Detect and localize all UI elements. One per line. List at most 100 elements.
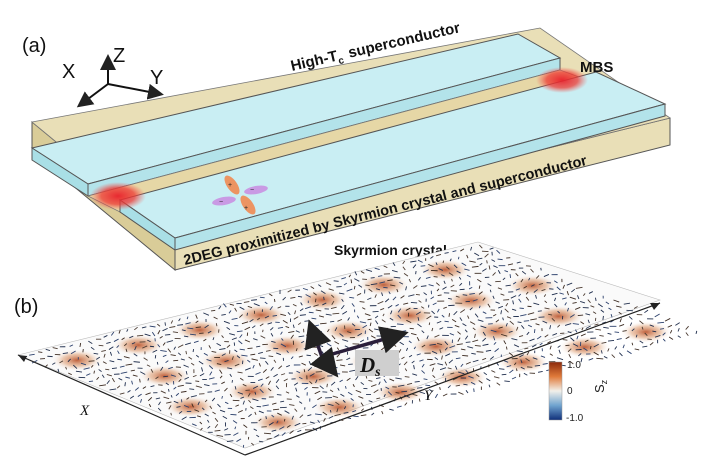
spin-arrow: [253, 338, 258, 341]
spin-arrow: [420, 285, 427, 287]
spin-arrow: [342, 339, 349, 342]
spin-arrow: [217, 403, 221, 408]
spin-arrow: [295, 348, 298, 352]
spin-arrow: [519, 354, 524, 358]
spin-arrow: [318, 377, 325, 381]
spin-arrow: [126, 329, 129, 332]
spin-arrow: [234, 363, 240, 367]
spin-arrow: [325, 282, 332, 286]
spin-arrow: [570, 337, 575, 342]
spin-arrow: [552, 332, 558, 336]
spin-arrow: [251, 442, 255, 446]
spin-arrow: [111, 377, 115, 383]
spin-arrow: [293, 316, 299, 320]
spin-arrow: [412, 393, 418, 396]
spin-arrow: [234, 349, 238, 353]
spin-arrow: [368, 288, 373, 293]
spin-arrow: [374, 315, 379, 319]
spin-arrow: [619, 352, 623, 357]
spin-arrow: [269, 306, 273, 311]
spin-arrow: [549, 353, 553, 356]
spin-arrow: [436, 320, 442, 324]
spin-arrow: [506, 365, 512, 368]
spin-arrow: [199, 421, 203, 425]
spin-arrow: [631, 342, 634, 346]
spin-arrow: [423, 269, 429, 273]
spin-arrow: [150, 385, 155, 388]
spin-arrow: [156, 361, 159, 365]
spin-arrow: [498, 305, 504, 309]
spin-arrow: [444, 347, 448, 351]
spin-arrow: [240, 396, 245, 399]
spin-arrow: [103, 335, 108, 338]
spin-arrow: [482, 331, 486, 336]
spin-arrow: [439, 386, 441, 390]
spin-arrow: [238, 340, 243, 345]
spin-arrow: [574, 306, 581, 310]
spin-arrow: [248, 399, 252, 403]
spin-arrow: [493, 265, 498, 269]
spin-arrow: [195, 314, 198, 319]
spin-arrow: [322, 302, 327, 306]
spin-arrow: [431, 327, 434, 332]
spin-arrow: [359, 321, 367, 324]
spin-arrow: [644, 332, 648, 336]
spin-arrow: [305, 294, 312, 298]
spin-arrow: [159, 336, 163, 339]
spin-arrow: [160, 350, 167, 352]
spin-arrow: [273, 359, 277, 363]
spin-arrow: [685, 332, 689, 336]
spin-arrow: [327, 403, 334, 406]
spin-arrow: [462, 294, 468, 296]
spin-arrow: [437, 363, 444, 366]
spin-arrow: [500, 293, 505, 296]
spin-arrow: [304, 386, 308, 390]
spin-arrow: [289, 430, 294, 435]
spin-arrow: [457, 256, 460, 260]
spin-arrow: [430, 296, 435, 300]
spin-arrow: [367, 297, 372, 301]
spin-arrow: [235, 404, 240, 407]
panel-a: (a) X Z Y: [22, 19, 671, 272]
skyrmion-core: [51, 348, 104, 371]
ds-label-main: D: [359, 353, 375, 377]
skyrmion-core: [497, 350, 550, 373]
spin-arrow: [216, 434, 224, 437]
spin-arrow: [221, 395, 223, 399]
spin-arrow: [79, 342, 82, 348]
spin-arrow: [465, 361, 471, 365]
spin-arrow: [195, 380, 200, 382]
spin-arrow: [109, 351, 113, 356]
spin-arrow: [500, 310, 502, 315]
spin-arrow: [177, 352, 182, 356]
spin-arrow: [528, 277, 531, 281]
spin-arrow: [125, 376, 130, 379]
spin-arrow: [435, 262, 438, 266]
spin-arrow: [566, 290, 569, 296]
spin-arrow: [378, 381, 381, 385]
spin-arrow: [254, 391, 257, 395]
spin-arrow: [117, 358, 122, 361]
spin-arrow: [395, 304, 399, 307]
spin-arrow: [444, 361, 448, 366]
spin-arrow: [139, 378, 141, 383]
spin-arrow: [608, 339, 615, 342]
spin-arrow: [339, 364, 346, 367]
spin-arrow: [273, 373, 278, 378]
spin-arrow: [271, 414, 275, 418]
spin-arrow: [148, 403, 152, 408]
spin-arrow: [85, 354, 90, 359]
spin-arrow: [353, 415, 359, 418]
spin-arrow: [314, 390, 321, 395]
spin-arrow: [347, 391, 353, 396]
spin-arrow: [364, 313, 371, 317]
spin-arrow: [192, 348, 195, 353]
skyrmion-core: [532, 304, 585, 327]
spin-arrow: [193, 340, 199, 343]
spin-arrow: [468, 286, 473, 290]
lattice-axis-y-label: Y: [424, 388, 434, 404]
spin-arrow: [639, 340, 644, 344]
spin-arrow: [170, 320, 174, 324]
spin-arrow: [396, 288, 399, 293]
spin-arrow: [303, 369, 306, 373]
